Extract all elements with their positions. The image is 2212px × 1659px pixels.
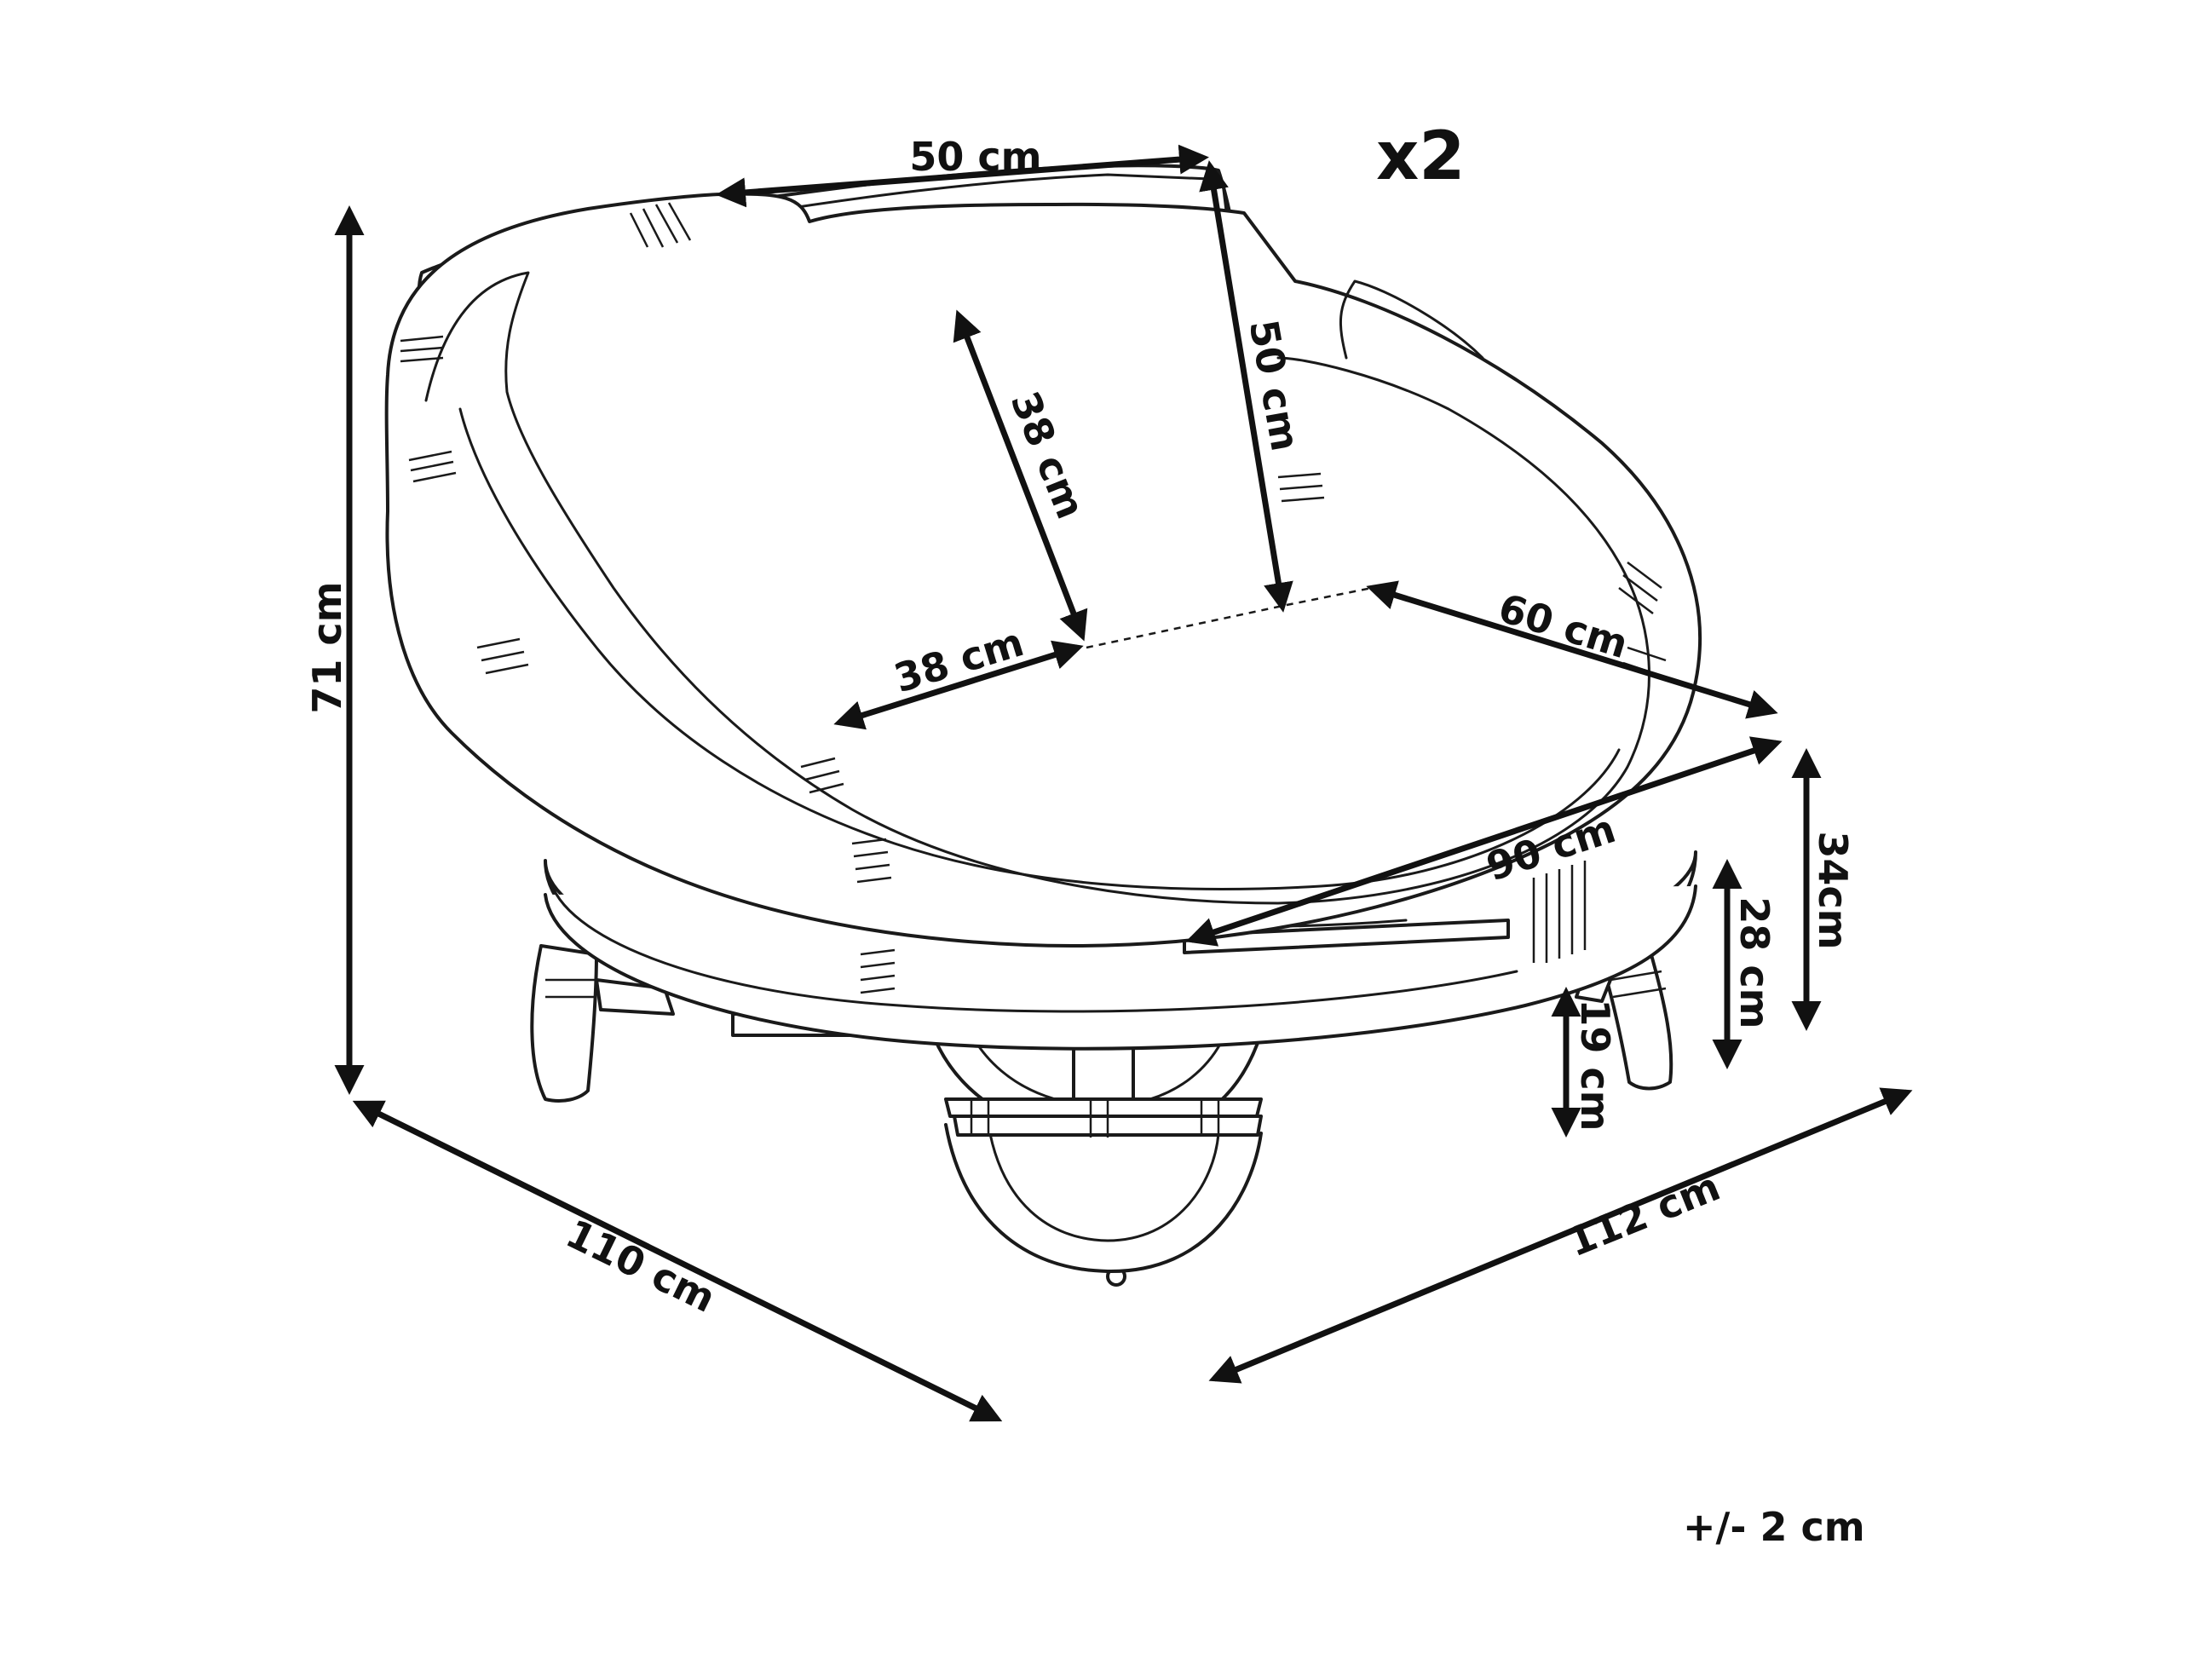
- frame-height-label: 28 cm: [1731, 896, 1777, 1028]
- depth-arrow: [352, 1100, 1003, 1422]
- back-cushion-width-arrow: [716, 144, 1209, 208]
- back-cushion-height-arrow: [1199, 160, 1293, 613]
- dimension-arrows: [334, 144, 1913, 1422]
- small-cushion-height-arrow: [953, 309, 1088, 642]
- seat-width-arrow: [1185, 736, 1783, 947]
- depth-label: 110 cm: [559, 1210, 723, 1322]
- leg-height-label: 19 cm: [1572, 999, 1618, 1131]
- width-label: 112 cm: [1561, 1163, 1726, 1265]
- width-arrow: [1208, 1087, 1913, 1384]
- seat-depth-arrow: [1366, 580, 1778, 719]
- back-cushion-width-label: 50 cm: [909, 134, 1041, 180]
- small-cushion-width-arrow: [833, 640, 1084, 730]
- papasan-chair-illustration: [384, 164, 1702, 1287]
- legs: [530, 944, 1673, 1103]
- height-label: 71 cm: [304, 581, 350, 713]
- seat-height-label: 34cm: [1810, 831, 1856, 949]
- tolerance-label: +/- 2 cm: [1683, 1504, 1865, 1550]
- quantity-label: x2: [1376, 118, 1466, 195]
